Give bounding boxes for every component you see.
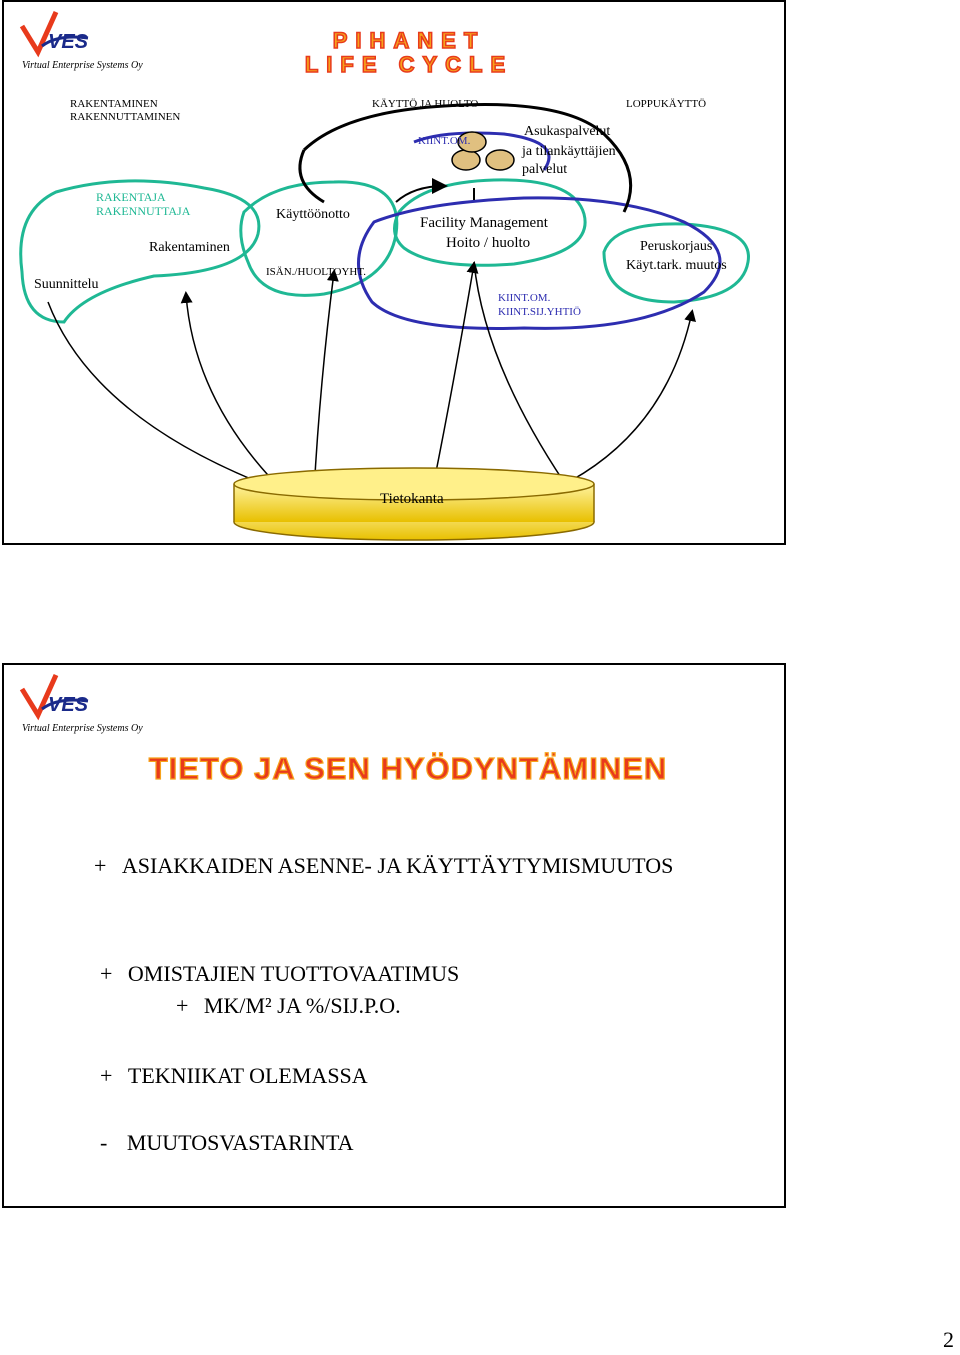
bullet-item: + ASIAKKAIDEN ASENNE- JA KÄYTTÄYTYMISMUU…: [94, 853, 673, 879]
label-rakennuttaja: RAKENNUTTAJA: [96, 204, 191, 218]
bullet-item: - MUUTOSVASTARINTA: [100, 1130, 354, 1156]
bullet-text: TEKNIIKAT OLEMASSA: [127, 1063, 368, 1088]
bullet-text: OMISTAJIEN TUOTTOVAATIMUS: [127, 961, 460, 986]
phase-build-2: RAKENNUTTAMINEN: [70, 111, 181, 123]
ves-logo-icon: VES: [19, 673, 89, 721]
bullet-text: MK/M² JA %/SIJ.P.O.: [203, 993, 401, 1018]
label-peruskorjaus: Peruskorjaus: [640, 239, 713, 254]
label-kiint-sij-yhtio: KIINT.SIJ.YHTIÖ: [498, 306, 581, 318]
company-name: Virtual Enterprise Systems Oy: [22, 60, 143, 71]
bullet-sign: -: [100, 1130, 108, 1155]
bullet-text: MUUTOSVASTARINTA: [126, 1130, 354, 1155]
label-rakentaja: RAKENTAJA: [96, 190, 166, 204]
ves-logo-icon: VES: [19, 10, 89, 58]
svg-text:VES: VES: [48, 31, 89, 53]
slide-information: VES Virtual Enterprise Systems Oy TIETO …: [2, 663, 786, 1208]
page-number: 2: [943, 1327, 954, 1352]
label-hoito-huolto: Hoito / huolto: [446, 235, 531, 251]
label-kayt-tark-muutos: Käyt.tark. muutos: [626, 258, 727, 273]
slide-lifecycle: VES Virtual Enterprise Systems Oy PIHANE…: [2, 0, 786, 545]
bullet-item: + TEKNIIKAT OLEMASSA: [100, 1063, 368, 1089]
bullet-text: ASIAKKAIDEN ASENNE- JA KÄYTTÄYTYMISMUUTO…: [121, 853, 674, 878]
svg-text:LIFE CYCLE: LIFE CYCLE: [305, 52, 513, 76]
label-asukas-3: palvelut: [522, 162, 568, 177]
bullet-sign: +: [100, 1063, 113, 1088]
svg-text:PIHANET: PIHANET: [333, 28, 486, 53]
bullet-sign: +: [100, 961, 113, 986]
label-tietokanta: Tietokanta: [380, 491, 444, 507]
label-kayttoonotto: Käyttöönotto: [276, 207, 350, 222]
lifecycle-diagram: [19, 103, 750, 541]
company-name: Virtual Enterprise Systems Oy: [22, 723, 143, 734]
label-asukas-2: ja tilankäyttäjien: [522, 144, 616, 159]
title-banner: PIHANET LIFE CYCLE: [304, 28, 513, 76]
label-asukas-1: Asukaspalvelut: [524, 124, 611, 139]
label-isan: ISÄN./HUOLTOYHT.: [266, 266, 367, 278]
label-kiint-om-bottom: KIINT.OM.: [498, 292, 551, 304]
slide-title: TIETO JA SEN HYÖDYNTÄMINEN: [148, 750, 668, 786]
label-facility-management: Facility Management: [420, 215, 548, 231]
bullet-item: + OMISTAJIEN TUOTTOVAATIMUS: [100, 961, 459, 987]
label-kiint-om-top: KIINT.OM.: [418, 135, 471, 147]
svg-text:VES: VES: [48, 694, 89, 716]
bullet-sign: +: [94, 853, 107, 878]
phase-build-1: RAKENTAMINEN: [70, 98, 158, 110]
svg-text:TIETO JA SEN HYÖDYNTÄMINEN: TIETO JA SEN HYÖDYNTÄMINEN: [149, 751, 668, 786]
bullet-item: + MK/M² JA %/SIJ.P.O.: [176, 993, 401, 1019]
bullet-sign: +: [176, 993, 189, 1018]
label-suunnittelu: Suunnittelu: [34, 277, 99, 292]
phase-end-use: LOPPUKÄYTTÖ: [626, 98, 707, 110]
label-rakentaminen: Rakentaminen: [149, 240, 230, 255]
